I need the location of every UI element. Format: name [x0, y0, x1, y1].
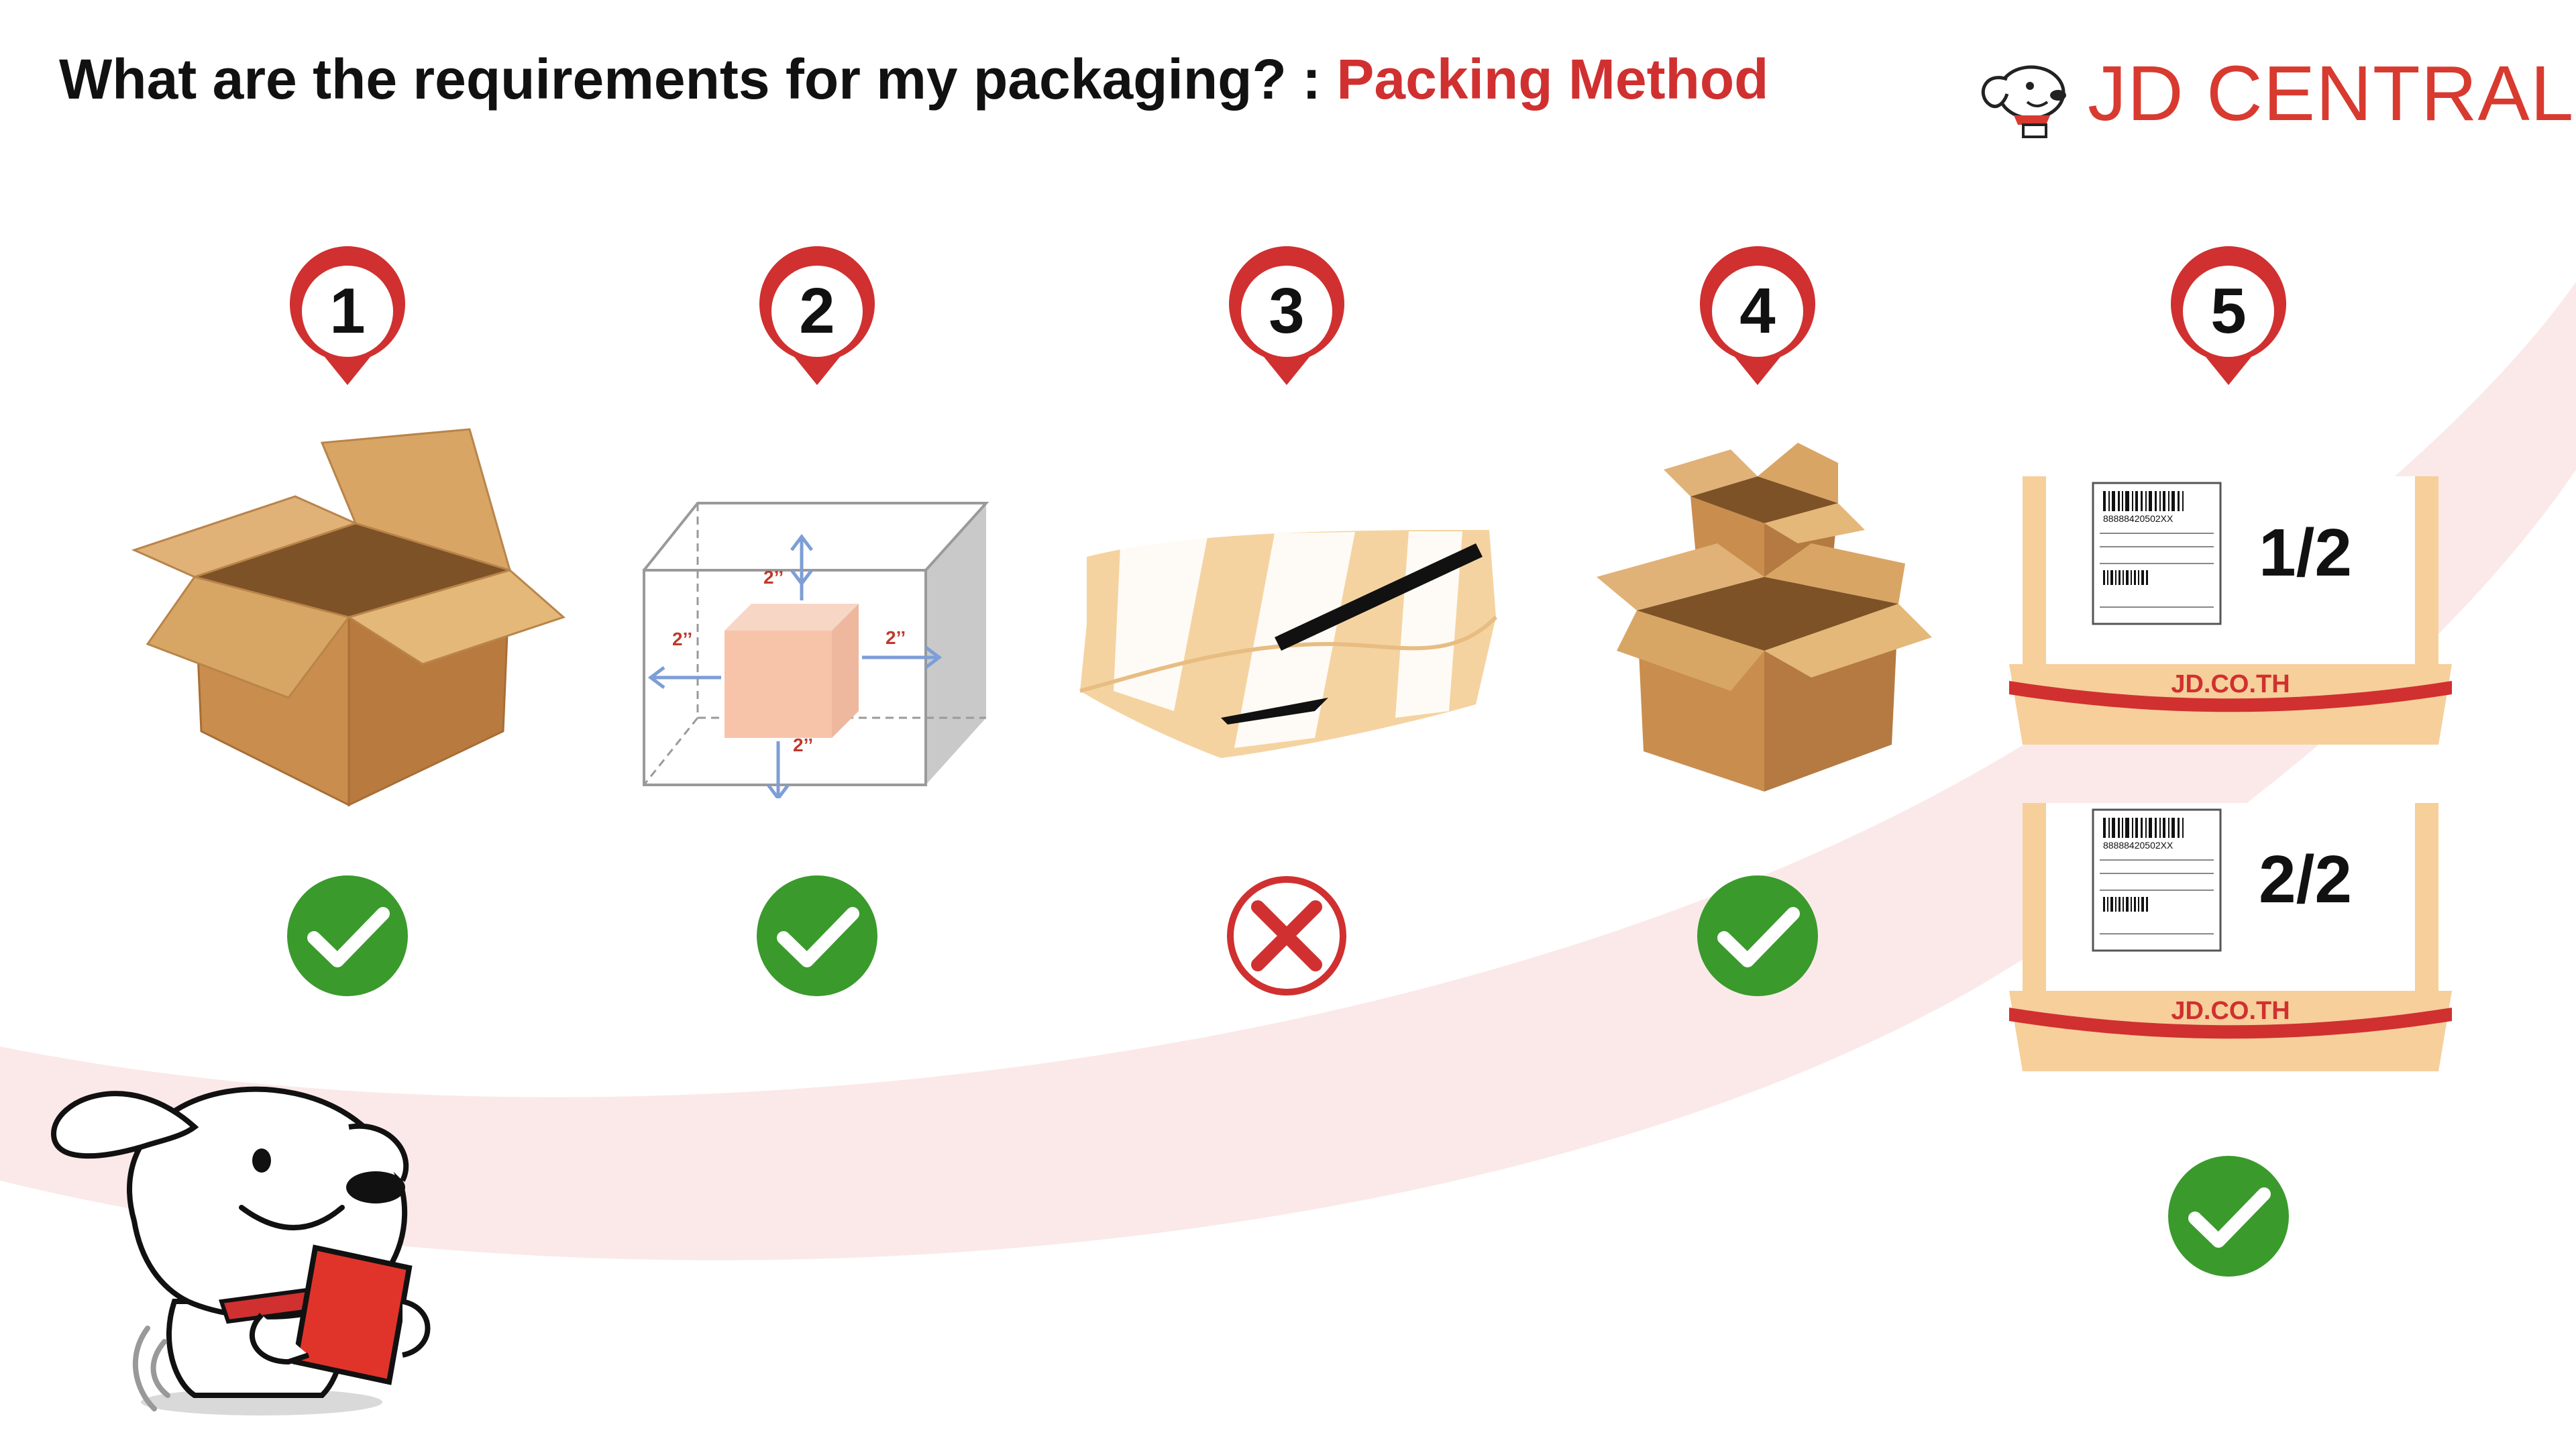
dim-label-bottom: 2’’: [793, 735, 813, 755]
dog-mascot-mini-icon: [1981, 65, 2066, 138]
labeled-box-1: 88888420502XX 1/2 JD.CO.TH: [2009, 476, 2452, 745]
step-5-marker: 5: [2171, 246, 2286, 385]
barcode-number: 88888420502XX: [2103, 513, 2174, 524]
box-side-text-2: JD.CO.TH: [2171, 997, 2290, 1025]
dim-label-left: 2’’: [672, 629, 692, 649]
step-4-marker: 4: [1700, 246, 1815, 385]
labeled-box-2: 88888420502XX 2/2 JD.CO.TH: [2009, 803, 2452, 1071]
step-4-check-icon: [1697, 875, 1818, 996]
dim-label-right: 2’’: [885, 627, 906, 648]
box-label-2: 2/2: [2259, 842, 2352, 917]
step-5-number: 5: [2210, 275, 2246, 347]
step-1-check-icon: [287, 875, 408, 996]
step-3-marker: 3: [1229, 246, 1344, 385]
title-topic: Packing Method: [1336, 48, 1769, 111]
step-2-number: 2: [799, 275, 835, 347]
spacing-diagram-illustration: 2’’ 2’’ 2’’ 2’’: [643, 502, 989, 798]
dog-mascot-icon: [50, 1086, 431, 1415]
step-2-marker: 2: [759, 246, 875, 385]
title-question: What are the requirements for my packagi…: [59, 48, 1337, 111]
open-box-illustration: [131, 428, 566, 807]
stacked-boxes-illustration: [1597, 443, 1932, 792]
soft-package-illustration: [1079, 530, 1498, 758]
box-side-text-1: JD.CO.TH: [2171, 670, 2290, 698]
dim-label-top: 2’’: [763, 567, 784, 588]
step-3-number: 3: [1269, 275, 1304, 347]
step-3-cross-icon: [1227, 876, 1346, 996]
barcode-number: 88888420502XX: [2103, 840, 2174, 851]
brand-logo: JD CENTRAL: [1972, 40, 2573, 141]
step-1-number: 1: [329, 275, 365, 347]
step-4-number: 4: [1739, 275, 1775, 347]
step-1-marker: 1: [290, 246, 405, 385]
box-label-1: 1/2: [2259, 515, 2352, 590]
page-title: What are the requirements for my packagi…: [59, 47, 1768, 112]
step-2-check-icon: [757, 875, 877, 996]
brand-name: JD CENTRAL: [2088, 50, 2575, 137]
step-5-check-icon: [2168, 1156, 2289, 1277]
